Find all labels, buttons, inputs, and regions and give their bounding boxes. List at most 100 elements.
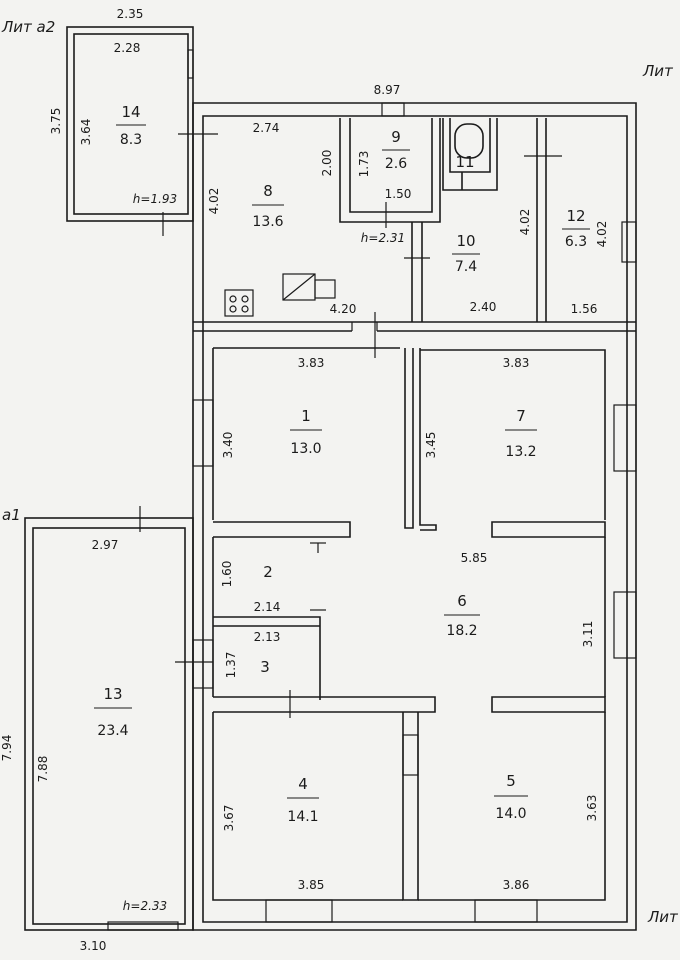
kitchen-fixtures	[224, 273, 336, 317]
height-room-14: h=1.93	[133, 192, 177, 206]
wall-room-7	[420, 349, 606, 520]
room-4-area: 14.1	[287, 809, 318, 825]
stove-icon	[224, 289, 254, 317]
dim-3-85: 3.85	[298, 878, 325, 892]
wall-room-10-left	[411, 222, 423, 322]
walls	[24, 26, 637, 931]
dim-4-02-room-8: 4.02	[207, 188, 221, 215]
room-labels: 14 8.3 8 13.6 9 2.6 11 10 7.4 12 6.3 1 1…	[94, 103, 590, 825]
dim-3-45: 3.45	[424, 432, 438, 459]
wall-upper-divider	[193, 321, 636, 332]
room-10-number: 10	[456, 232, 475, 250]
dim-5-85: 5.85	[461, 551, 488, 565]
room-9-number: 9	[391, 128, 401, 146]
dim-7-88: 7.88	[36, 756, 50, 783]
wall-room-1-7	[404, 348, 414, 529]
room-5-number: 5	[506, 772, 516, 790]
litera-labels: Лит а2 Лит а1 Лит	[1, 18, 679, 926]
window-13-bottom	[107, 921, 179, 931]
label-lit-a1: а1	[2, 506, 21, 524]
room-7-number: 7	[516, 407, 526, 425]
dim-2-40: 2.40	[470, 300, 497, 314]
wall-room-7-stub	[419, 348, 437, 531]
dim-2-35: 2.35	[117, 7, 144, 21]
dim-2-28: 2.28	[114, 41, 141, 55]
window-3-left	[192, 639, 214, 689]
ceiling-heights: h=1.93 h=2.31 h=2.33	[123, 192, 405, 913]
dim-3-67: 3.67	[222, 805, 236, 832]
wall-room-1	[212, 347, 400, 520]
room-13-area: 23.4	[97, 723, 128, 739]
wall-room-9-outer	[339, 118, 441, 223]
dim-1-37: 1.37	[224, 652, 238, 679]
room-5-area: 14.0	[495, 806, 526, 822]
room-7-area: 13.2	[505, 444, 536, 460]
dim-4-02-room-12: 4.02	[595, 221, 609, 248]
height-room-13: h=2.33	[123, 899, 167, 913]
room-12-area: 6.3	[565, 234, 587, 250]
dim-3-86: 3.86	[503, 878, 530, 892]
dim-8-97: 8.97	[374, 83, 401, 97]
window-7-right	[613, 404, 637, 472]
wall-room-9-inner	[349, 118, 433, 213]
label-lit-a2: Лит а2	[1, 18, 55, 36]
label-lit-bottom-right: Лит	[647, 908, 679, 926]
wall-room-4	[212, 712, 403, 901]
dim-3-63: 3.63	[585, 795, 599, 822]
wall-main-inner	[202, 115, 628, 923]
room-6-number: 6	[457, 592, 467, 610]
dim-1-73: 1.73	[357, 151, 371, 178]
dim-3-64: 3.64	[79, 119, 93, 146]
room-2-number: 2	[263, 563, 273, 581]
counter-icon	[314, 279, 336, 299]
room-8-number: 8	[263, 182, 273, 200]
dim-2-00: 2.00	[320, 150, 334, 177]
dim-2-97: 2.97	[92, 538, 119, 552]
wall-room-3-4	[213, 696, 436, 713]
dimension-labels: 2.35 2.28 3.75 3.64 8.97 2.74 4.02 2.00 …	[0, 7, 609, 953]
dim-3-40: 3.40	[221, 432, 235, 459]
room-9-area: 2.6	[385, 156, 407, 172]
window-4-5	[402, 734, 419, 776]
dim-4-02-room-10: 4.02	[518, 209, 532, 236]
wall-room-11-inner	[449, 118, 491, 173]
room-3-number: 3	[260, 658, 270, 676]
dim-3-10: 3.10	[80, 939, 107, 953]
windows	[107, 49, 637, 931]
room-6-area: 18.2	[446, 623, 477, 639]
window-top	[381, 102, 405, 117]
room-11-number: 11	[455, 153, 474, 171]
window-6-right	[613, 591, 637, 659]
room-13-number: 13	[103, 685, 122, 703]
wall-room-6-5	[491, 696, 606, 713]
dim-1-56: 1.56	[571, 302, 598, 316]
room-12-number: 12	[566, 207, 585, 225]
dim-3-75: 3.75	[49, 108, 63, 135]
dim-2-14: 2.14	[254, 600, 281, 614]
dim-3-83-room-1: 3.83	[298, 356, 325, 370]
dim-2-13: 2.13	[254, 630, 281, 644]
room-8-area: 13.6	[252, 214, 283, 230]
room-1-number: 1	[301, 407, 311, 425]
wall-room-7-6	[491, 521, 606, 538]
window-4-bottom	[265, 899, 333, 923]
room-1-area: 13.0	[290, 441, 321, 457]
wall-ext-13-inner	[32, 527, 186, 925]
height-room-8: h=2.31	[361, 231, 405, 245]
window-14-right	[187, 49, 194, 79]
dim-1-50: 1.50	[385, 187, 412, 201]
window-5-bottom	[474, 899, 538, 923]
label-lit-top-right: Лит	[642, 62, 674, 80]
wall-room-2-3	[213, 616, 321, 700]
wall-ext-14-inner	[73, 33, 189, 215]
dim-3-11: 3.11	[581, 621, 595, 648]
room-4-number: 4	[298, 775, 308, 793]
wall-room-4-5	[402, 712, 419, 901]
window-1-left	[192, 399, 214, 467]
dim-4-20: 4.20	[330, 302, 357, 316]
dim-3-83-room-7: 3.83	[503, 356, 530, 370]
room-14-number: 14	[121, 103, 140, 121]
dim-7-94: 7.94	[0, 735, 14, 762]
room-14-area: 8.3	[120, 132, 142, 148]
